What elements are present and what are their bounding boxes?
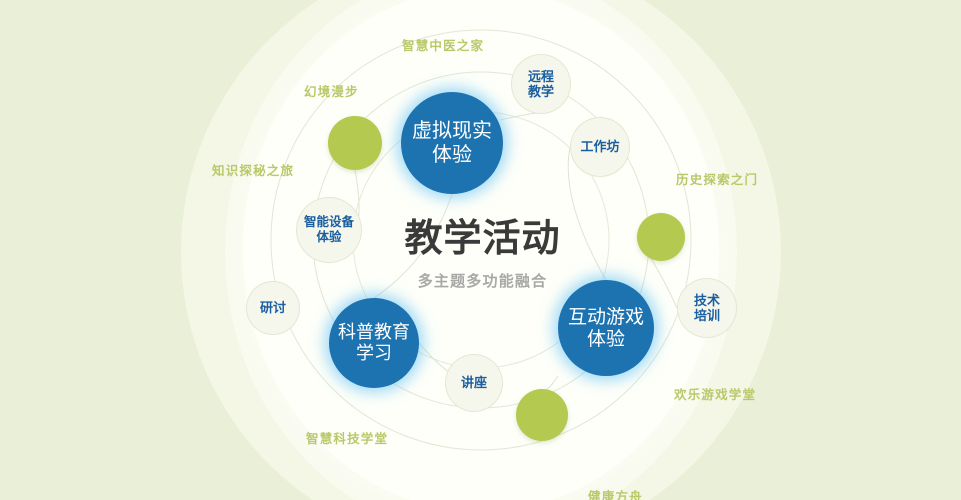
node-workshop-label: 工作坊 (580, 139, 620, 155)
page-subtitle: 多主题多功能融合 (417, 273, 548, 291)
label-knowledge-journey: 知识探秘之旅 (212, 164, 295, 178)
node-workshop[interactable]: 工作坊 (570, 117, 630, 177)
node-smart-device-line1: 智能设备 (303, 215, 354, 230)
node-tech-training[interactable]: 技术培训 (677, 278, 737, 338)
node-science-education-line1: 科普教育 (338, 321, 410, 343)
accent-circle-left[interactable] (328, 116, 382, 170)
accent-circle-bottom[interactable] (516, 389, 568, 441)
node-remote-teaching-line1: 远程 (527, 68, 554, 84)
node-tech-training-line2: 培训 (693, 308, 720, 323)
node-seminar[interactable]: 研讨 (246, 281, 300, 335)
label-smart-tcm-home: 智慧中医之家 (402, 39, 485, 53)
label-dream-walk: 幻境漫步 (304, 85, 359, 99)
node-science-education[interactable]: 科普教育学习 (329, 298, 419, 388)
node-interactive-game-line1: 互动游戏 (567, 305, 644, 328)
label-history-gate: 历史探索之门 (676, 173, 759, 187)
node-interactive-game[interactable]: 互动游戏体验 (558, 280, 654, 376)
node-remote-teaching-line2: 教学 (527, 84, 554, 99)
node-smart-device-line2: 体验 (316, 230, 342, 244)
orbit-ring-outer (270, 29, 692, 451)
node-vr-experience-line1: 虚拟现实 (412, 118, 492, 143)
node-tech-training-line1: 技术 (693, 292, 720, 308)
connector-arc-2 (373, 193, 453, 299)
center-title-block: 教学活动 多主题多功能融合 (365, 216, 600, 291)
node-vr-experience-line2: 体验 (432, 142, 472, 166)
accent-circle-right[interactable] (637, 213, 685, 261)
node-seminar-label: 研讨 (259, 300, 286, 316)
page-title: 教学活动 (404, 216, 561, 260)
label-health-ark: 健康方舟 (588, 490, 643, 500)
node-smart-device[interactable]: 智能设备体验 (296, 197, 362, 263)
label-smart-tech-class: 智慧科技学堂 (306, 432, 389, 446)
node-lecture-label: 讲座 (460, 375, 487, 391)
label-happy-game-class: 欢乐游戏学堂 (674, 388, 757, 402)
node-vr-experience[interactable]: 虚拟现实体验 (401, 92, 503, 194)
node-science-education-line2: 学习 (356, 343, 392, 364)
connector-arc-4 (567, 146, 607, 281)
node-interactive-game-line2: 体验 (586, 328, 625, 350)
node-remote-teaching[interactable]: 远程教学 (511, 54, 571, 114)
node-lecture[interactable]: 讲座 (445, 354, 503, 412)
